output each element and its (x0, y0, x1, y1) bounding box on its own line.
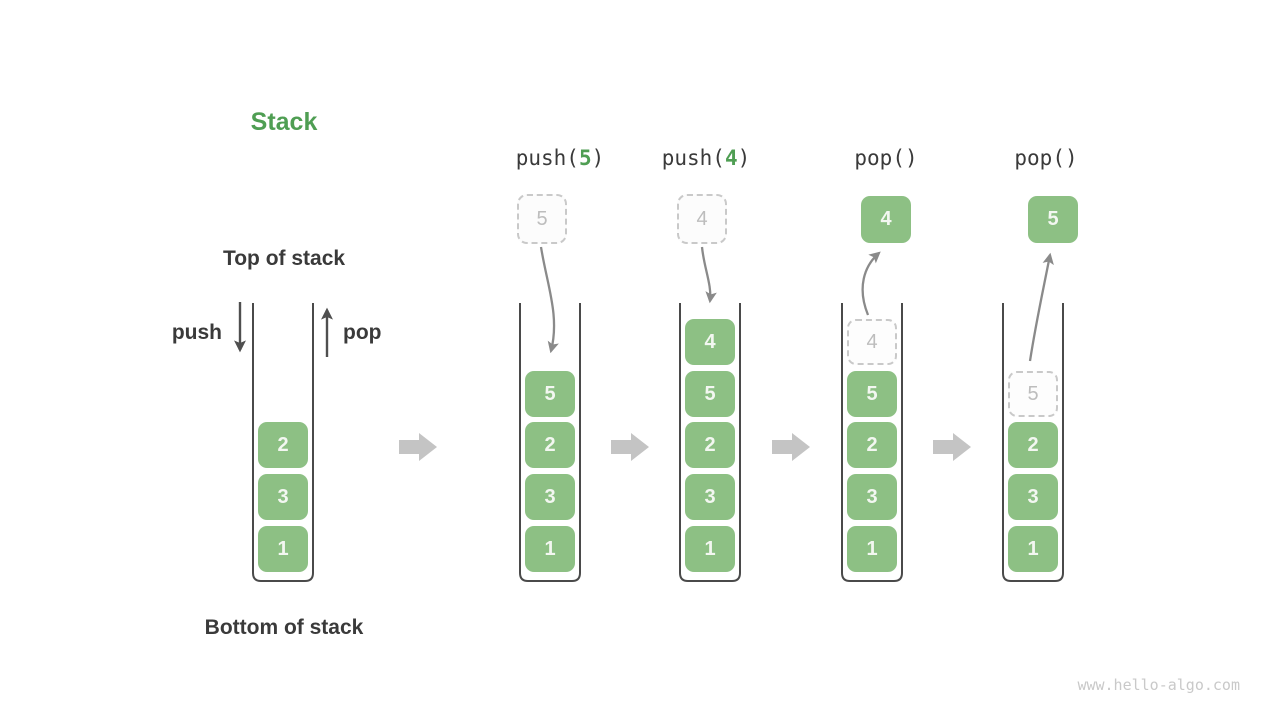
watermark: www.hello-algo.com (1077, 676, 1240, 694)
top-of-stack-label: Top of stack (222, 247, 346, 270)
stack-item: 3 (685, 474, 735, 520)
pending-element-5: 5 (517, 194, 567, 244)
stack-item: 3 (1008, 474, 1058, 520)
stack-item: 5 (685, 371, 735, 417)
bottom-of-stack-label: Bottom of stack (204, 616, 364, 639)
stack-item: 3 (847, 474, 897, 520)
stack-item: 1 (1008, 526, 1058, 572)
op-text: ) (591, 146, 605, 170)
stack-item: 5 (847, 371, 897, 417)
op-text: pop() (854, 146, 918, 170)
op-text: push( (515, 146, 579, 170)
stack-item: 2 (1008, 422, 1058, 468)
op-label-pop-1: pop() (806, 145, 966, 171)
op-label-push-4: push(4) (626, 145, 786, 171)
stack-item: 4 (685, 319, 735, 365)
stack-item: 1 (525, 526, 575, 572)
popped-element-4: 4 (861, 196, 911, 243)
stack-item: 3 (525, 474, 575, 520)
stack-item: 1 (685, 526, 735, 572)
pop-4-curve-arrow (861, 251, 881, 316)
popped-element-5: 5 (1028, 196, 1078, 243)
stack-item-ghost: 4 (847, 319, 897, 365)
op-label-pop-2: pop() (966, 145, 1126, 171)
op-text: ) (737, 146, 751, 170)
flow-arrow-icon-3 (772, 433, 810, 461)
stack-item: 2 (847, 422, 897, 468)
op-text: push( (661, 146, 725, 170)
op-arg: 4 (724, 146, 738, 170)
stack-item: 2 (525, 422, 575, 468)
flow-arrow-icon-4 (933, 433, 971, 461)
stack-item: 1 (258, 526, 308, 572)
page-title: Stack (250, 108, 318, 136)
stack-item: 2 (258, 422, 308, 468)
pop-label: pop (343, 321, 382, 344)
push-label: push (171, 321, 222, 344)
stack-item: 1 (847, 526, 897, 572)
push-5-curve-arrow (539, 246, 559, 354)
flow-arrow-icon-2 (611, 433, 649, 461)
stack-item: 2 (685, 422, 735, 468)
stack-item: 3 (258, 474, 308, 520)
stack-item: 5 (525, 371, 575, 417)
flow-arrow-icon-1 (399, 433, 437, 461)
pending-element-4: 4 (677, 194, 727, 244)
op-label-push-5: push(5) (480, 145, 640, 171)
pop-5-curve-arrow (1028, 252, 1054, 362)
op-text: pop() (1014, 146, 1078, 170)
push-4-curve-arrow (700, 246, 717, 304)
stack-item-ghost: 5 (1008, 371, 1058, 417)
op-arg: 5 (578, 146, 592, 170)
